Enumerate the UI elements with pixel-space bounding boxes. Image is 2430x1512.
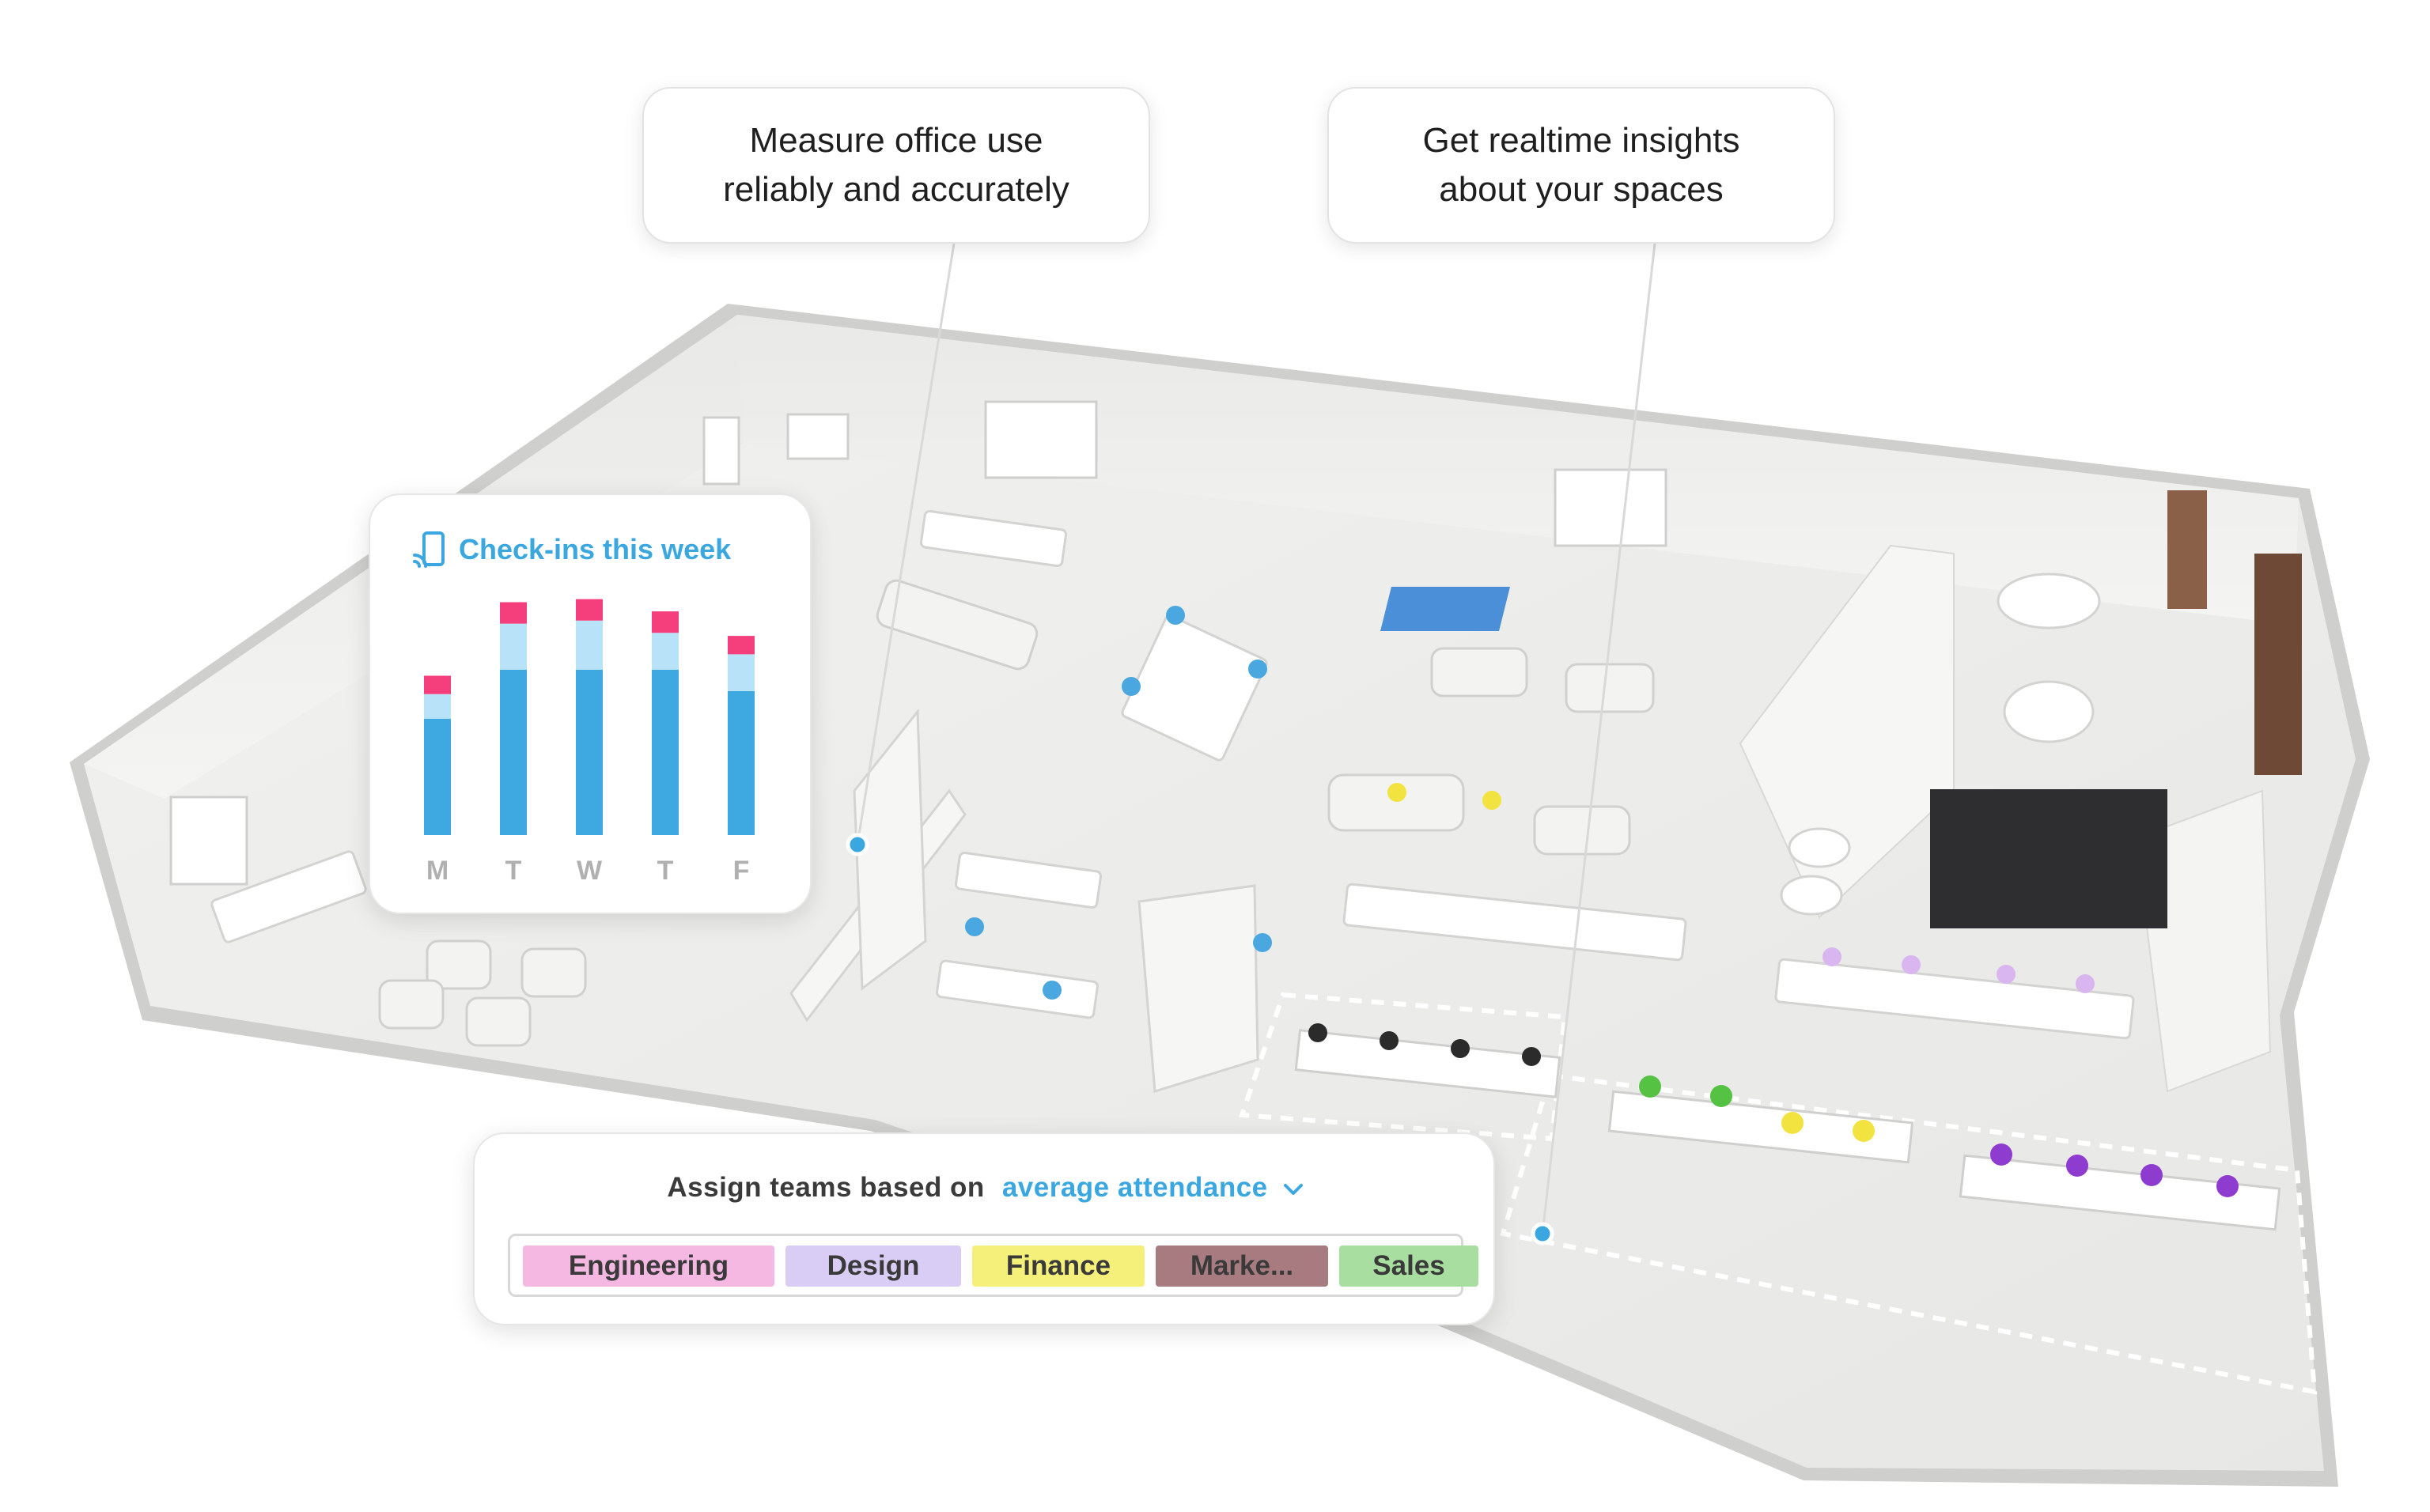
x-tick-label: M — [426, 856, 449, 886]
bar-segment-m-0-0 — [424, 718, 451, 835]
bar-segment-t-1-0 — [500, 669, 527, 835]
chevron-down-icon[interactable] — [1282, 1181, 1304, 1197]
bar-segment-f-4-1 — [728, 654, 755, 691]
checkins-title: Check-ins this week — [459, 533, 732, 565]
hotspot-dot-insights[interactable] — [1531, 1222, 1554, 1246]
callout-realtime-insights: Get realtime insights about your spaces — [1327, 87, 1835, 244]
connector-line-insights — [1541, 243, 1656, 1234]
callout-measure-line2: reliably and accurately — [723, 170, 1069, 209]
callout-measure-office-use: Measure office use reliably and accurate… — [642, 87, 1150, 244]
staircase — [1739, 490, 2302, 1093]
partitions — [789, 708, 1259, 1093]
desk-clusters — [1294, 1029, 2281, 1231]
team-tag-list: Engineering Design Finance Marke... Sales — [508, 1234, 1478, 1297]
callout-measure-line1: Measure office use — [749, 121, 1043, 160]
assign-teams-row: Assign teams based on average attendance — [475, 1172, 1497, 1204]
bar-segment-t-3-0 — [652, 669, 679, 835]
bar-segment-t-1-2 — [500, 602, 527, 624]
bar-segment-m-0-1 — [424, 694, 451, 719]
team-tag-engineering[interactable]: Engineering — [523, 1246, 774, 1287]
attendance-dropdown[interactable]: average attendance — [1001, 1172, 1268, 1203]
furniture — [210, 509, 2135, 1040]
sofas — [378, 579, 1655, 1047]
team-zone-left — [1238, 992, 1568, 1142]
bar-segment-t-1-1 — [500, 623, 527, 670]
team-tag-finance[interactable]: Finance — [972, 1246, 1145, 1287]
workers — [965, 606, 2239, 1197]
x-tick-label: T — [657, 856, 674, 886]
callout-insights-line1: Get realtime insights — [1422, 121, 1740, 160]
ping-pong-table — [1380, 587, 1510, 631]
x-tick-label: T — [505, 856, 522, 886]
team-tag-design[interactable]: Design — [785, 1246, 961, 1287]
x-tick-label: W — [577, 856, 603, 886]
team-tag-sales[interactable]: Sales — [1339, 1246, 1478, 1287]
team-tag-marke[interactable]: Marke... — [1156, 1246, 1328, 1287]
bar-segment-w-2-0 — [576, 669, 603, 835]
callout-insights-line2: about your spaces — [1439, 170, 1724, 209]
team-zone-right — [1500, 1072, 2318, 1395]
bar-segment-w-2-1 — [576, 620, 603, 670]
checkins-card: Check-ins this week M T W T F — [369, 493, 812, 914]
bar-segment-m-0-2 — [424, 675, 451, 694]
connector-line-measure — [856, 243, 956, 845]
windows — [169, 400, 1667, 886]
assign-teams-label: Assign teams based on — [667, 1172, 985, 1203]
hotspot-dot-measure[interactable] — [846, 833, 869, 856]
phone-checkin-icon — [413, 531, 445, 568]
x-tick-label: F — [733, 856, 750, 886]
bar-segment-f-4-2 — [728, 636, 755, 655]
bar-segment-w-2-2 — [576, 599, 603, 621]
bar-segment-t-3-1 — [652, 633, 679, 670]
bar-segment-f-4-0 — [728, 690, 755, 835]
bar-segment-t-3-2 — [652, 611, 679, 633]
